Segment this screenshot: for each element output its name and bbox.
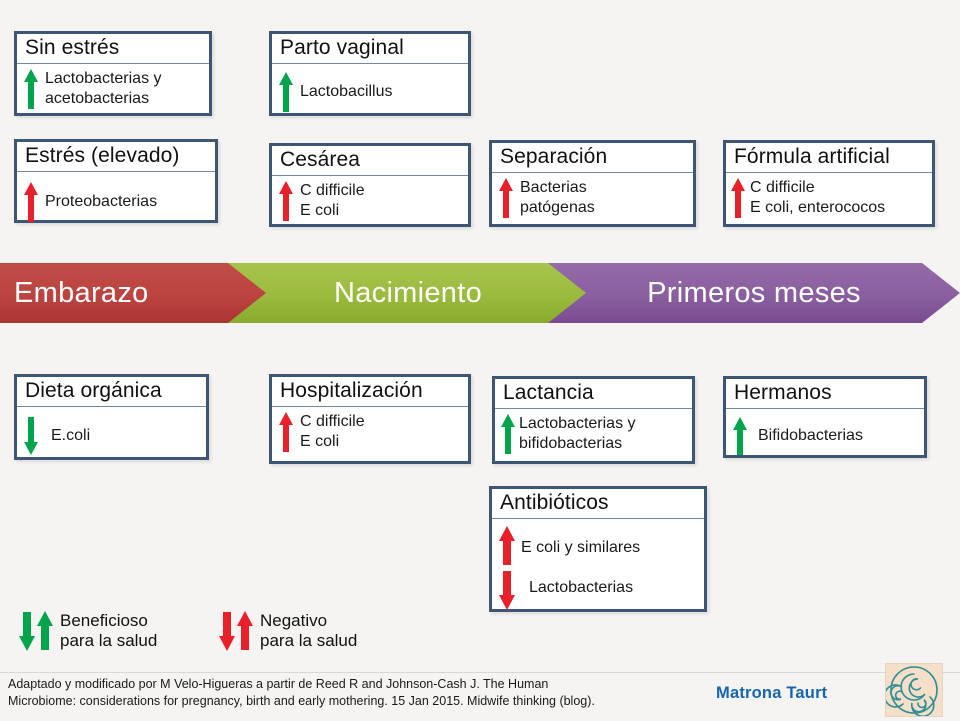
arrow-up-green-icon [278,70,294,114]
factor-entry: Lactobacterias y [45,70,162,87]
factor-entry: Proteobacterias [45,193,158,210]
factor-body: E coli y similares Lactobacterias [492,519,704,614]
stage-chevron-nacimiento[interactable]: Nacimiento [228,263,588,323]
factor-box-formula-artificial: Fórmula artificial C difficile E coli, e… [723,140,935,227]
factor-body: Bifidobacterias [726,409,924,460]
factor-entries: Lactobacterias y bifidobacterias [519,414,636,454]
factor-entry: C difficile [750,179,815,196]
factor-box-antibioticos: Antibióticos E coli y similares Lactobac… [489,486,707,612]
legend-arrows-green-icon [16,609,56,653]
chevron-shape [228,263,588,323]
factor-box-hospitalizacion: Hospitalización C difficile E coli [269,374,471,464]
stage-chevron-embarazo[interactable]: Embarazo [0,263,284,323]
arrow-up-red-icon [498,176,514,220]
legend-text-block: Negativo para la salud [260,611,357,651]
stage-band: Embarazo Nacimiento [0,263,960,323]
arrow-down-green-icon [23,415,39,457]
legend-arrows-red-icon [216,609,256,653]
factor-entry: C difficile [300,182,365,199]
factor-box-sin-estres: Sin estrés Lactobacterias y acetobacteri… [14,31,212,116]
factor-entry: bifidobacterias [519,435,623,452]
factor-body: C difficile E coli [272,407,468,457]
factor-box-estres-elevado: Estrés (elevado) Proteobacterias [14,139,218,223]
factor-entries: E.coli [51,426,90,446]
factor-title: Hermanos [726,379,924,409]
factor-box-separacion: Separación Bacterias patógenas [489,140,696,227]
factor-entry: Bacterias [520,179,587,196]
factor-body: Lactobacterias y acetobacterias [17,64,209,114]
factor-box-hermanos: Hermanos Bifidobacterias [723,376,927,458]
factor-title: Cesárea [272,146,468,176]
arrow-updown-red-icon [498,525,516,611]
legend-line: Beneficioso [60,611,148,630]
factor-title: Fórmula artificial [726,143,932,173]
factor-entries: E coli y similares Lactobacterias [521,538,640,598]
factor-entry: E coli [300,202,340,219]
legend-negative: Negativo para la salud [216,609,357,653]
arrow-up-red-icon [278,410,294,454]
factor-entry: Lactobacterias y [519,415,636,432]
factor-body: C difficile E coli [272,176,468,226]
factor-title: Parto vaginal [272,34,468,64]
factor-body: C difficile E coli, enterococos [726,173,932,223]
factor-title: Estrés (elevado) [17,142,215,172]
factor-entry: patógenas [520,199,595,216]
arrow-up-green-icon [732,415,748,457]
brand-name: Matrona Taurt [716,684,828,702]
credit-text: Adaptado y modificado por M Velo-Higuera… [8,676,748,710]
factor-box-lactancia: Lactancia Lactobacterias y bifidobacteri… [492,376,695,464]
factor-title: Antibióticos [492,489,704,519]
chevron-shape [0,263,284,323]
legend-beneficial: Beneficioso para la salud [16,609,157,653]
factor-title: Separación [492,143,693,173]
factor-entry: Bifidobacterias [758,427,863,444]
factor-entries: C difficile E coli [300,412,365,452]
factor-title: Lactancia [495,379,692,409]
factor-entries: C difficile E coli, enterococos [750,178,885,218]
credit-line-2: Microbiome: considerations for pregnancy… [8,694,595,708]
factor-entry: E coli [300,433,340,450]
factor-body: Proteobacterias [17,172,215,227]
stage-label: Primeros meses [647,276,861,309]
factor-entries: Proteobacterias [45,192,157,212]
factor-entry: Lactobacterias [529,579,634,596]
factor-title: Dieta orgánica [17,377,206,407]
factor-entry: E coli y similares [521,539,641,556]
factor-entries: Lactobacillus [300,82,393,102]
arrow-up-red-icon [278,179,294,223]
legend-line: para la salud [260,631,358,650]
factor-box-parto-vaginal: Parto vaginal Lactobacillus [269,31,471,116]
footer-divider [0,672,960,673]
legend-line: Negativo [260,611,328,630]
factor-entries: Bifidobacterias [758,426,863,446]
factor-body: Lactobacterias y bifidobacterias [495,409,692,459]
stage-label: Embarazo [14,276,149,309]
arrow-up-red-icon [23,180,39,224]
triskelion-logo-icon [883,664,942,718]
legend-text-block: Beneficioso para la salud [60,611,157,651]
chevron-shape [548,263,960,323]
factor-entries: Bacterias patógenas [520,178,595,218]
stage-label: Nacimiento [333,276,483,309]
factor-entry: E.coli [51,427,91,444]
factor-body: E.coli [17,407,206,460]
factor-title: Sin estrés [17,34,209,64]
credit-line-1: Adaptado y modificado por M Velo-Higuera… [8,677,549,691]
arrow-up-green-icon [23,67,39,111]
factor-entry: E coli, enterococos [750,199,886,216]
factor-entries: Lactobacterias y acetobacterias [45,69,162,109]
factor-entries: C difficile E coli [300,181,365,221]
factor-body: Lactobacillus [272,64,468,117]
factor-title: Hospitalización [272,377,468,407]
arrow-up-red-icon [730,176,746,220]
arrow-up-green-icon [500,412,516,456]
factor-entry: C difficile [300,413,365,430]
factor-body: Bacterias patógenas [492,173,693,223]
factor-box-cesarea: Cesárea C difficile E coli [269,143,471,227]
stage-chevron-primeros-meses[interactable]: Primeros meses [548,263,960,323]
factor-entry: Lactobacillus [300,83,393,100]
factor-box-dieta-organica: Dieta orgánica E.coli [14,374,209,460]
factor-entry: acetobacterias [45,90,150,107]
legend-line: para la salud [60,631,158,650]
